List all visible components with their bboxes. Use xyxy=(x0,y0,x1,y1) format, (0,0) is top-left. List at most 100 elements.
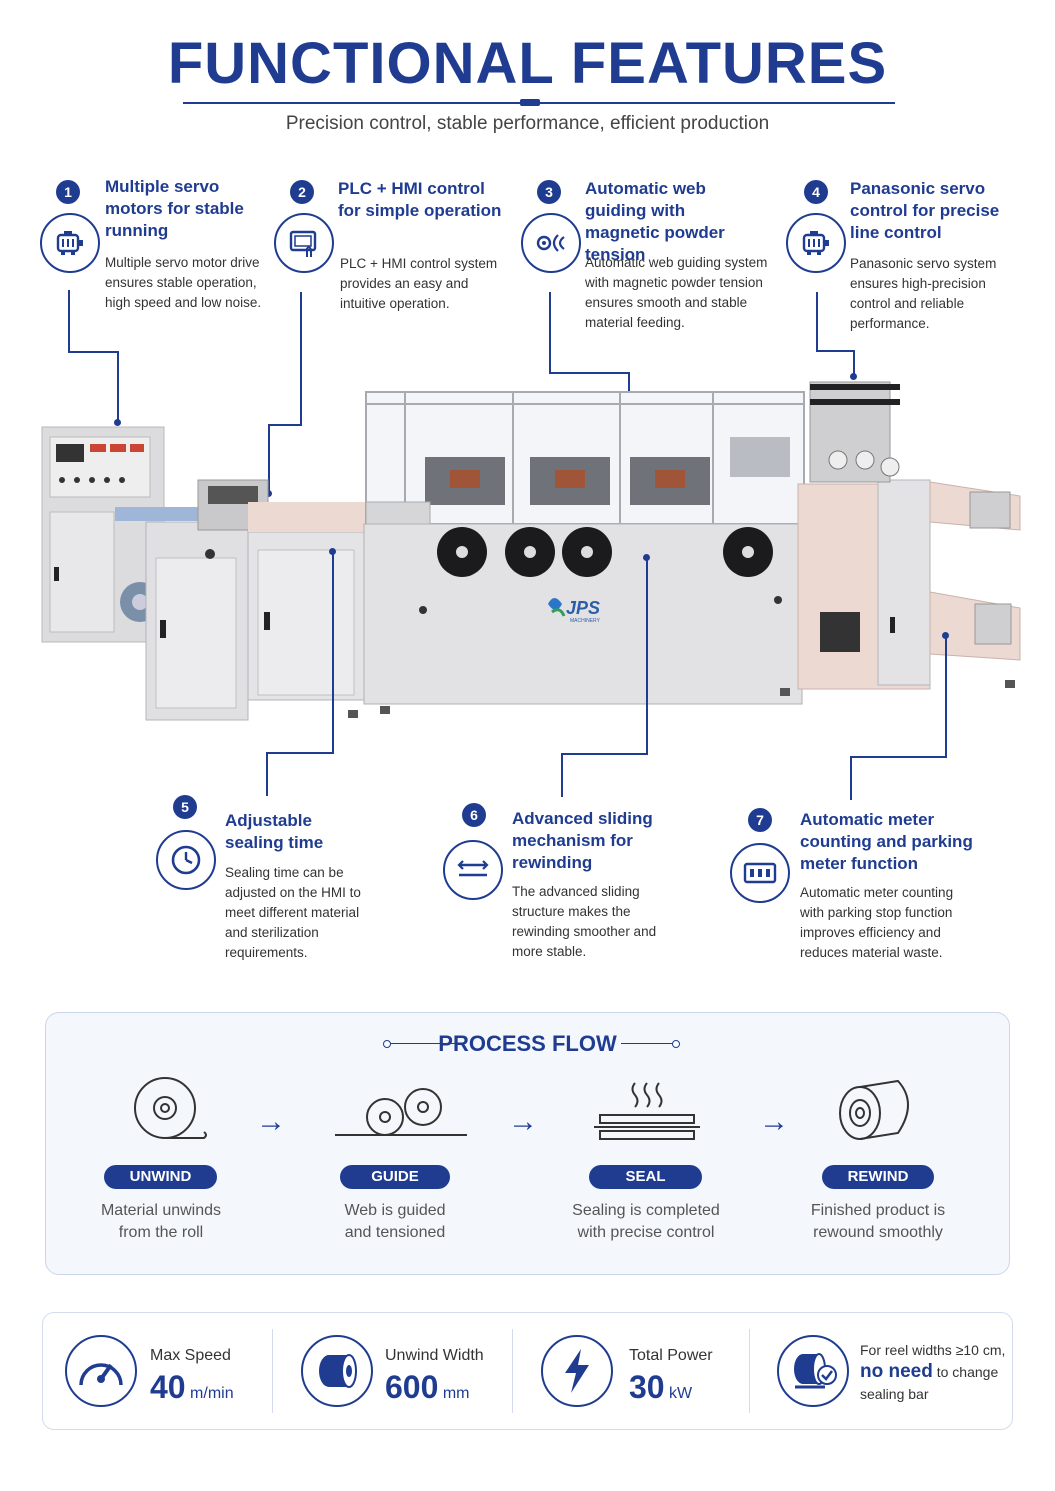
specs-panel: Max Speed 40 m/min Unwind Width 600 mm T… xyxy=(42,1312,1013,1430)
machine-brand-sub: MACHINERY xyxy=(570,618,601,624)
leader-line-4h xyxy=(816,350,855,352)
leader-dot-1 xyxy=(114,419,121,426)
feature-5-icon-circle xyxy=(156,830,216,890)
leader-dot-6 xyxy=(643,554,650,561)
page-title: FUNCTIONAL FEATURES xyxy=(167,31,888,96)
bag-making-machine-illustration: JPS MACHINERY xyxy=(41,381,1021,721)
spec-power-value: 30 xyxy=(629,1369,665,1405)
spec-width-value-row: 600 mm xyxy=(385,1369,470,1406)
leader-line-1h xyxy=(68,351,119,353)
lightning-icon xyxy=(565,1349,589,1393)
spec-speed-label: Max Speed xyxy=(150,1347,231,1364)
spec-power-unit: kW xyxy=(669,1385,693,1402)
flow-arrow-1: → xyxy=(256,1105,286,1138)
feature-1-number: 1 xyxy=(56,180,80,204)
spec-divider-3 xyxy=(749,1329,750,1413)
leader-line-6b xyxy=(561,753,563,797)
leader-line-7b xyxy=(850,756,852,800)
spec-speed-value: 40 xyxy=(150,1369,186,1405)
leader-line-4 xyxy=(816,292,818,352)
rewind-roll-icon xyxy=(839,1079,909,1140)
feature-4-desc: Panasonic servo system ensures high-prec… xyxy=(850,256,997,331)
feature-5-title: Adjustable sealing time xyxy=(225,811,324,852)
spec-reel-note: For reel widths ≥10 cm, no need to chang… xyxy=(860,1342,1006,1402)
process-flow-panel: PROCESS FLOW → → → UNWIND GUIDE SEAL REW… xyxy=(45,1012,1010,1275)
feature-1-icon-circle xyxy=(40,213,100,273)
feature-6-title: Advanced sliding mechanism for rewinding xyxy=(512,809,653,872)
sliding-arrows-icon xyxy=(457,860,489,877)
guide-rollers-icon xyxy=(335,1088,467,1136)
leader-line-4b xyxy=(853,350,855,376)
spec-divider-2 xyxy=(512,1329,513,1413)
feature-3-number: 3 xyxy=(537,180,561,204)
spec-power-value-row: 30 kW xyxy=(629,1369,692,1406)
feature-5-number: 5 xyxy=(173,795,197,819)
leader-line-3 xyxy=(549,292,551,374)
seal-heater-icon xyxy=(594,1082,700,1140)
flow-title-rule-left xyxy=(386,1043,456,1044)
leader-line-2 xyxy=(300,292,302,426)
step-seal-label: SEAL xyxy=(589,1165,702,1189)
spec-speed-value-row: 40 m/min xyxy=(150,1369,234,1406)
spec-width-icon-circle xyxy=(301,1335,373,1407)
flow-arrow-2: → xyxy=(508,1105,538,1138)
speedometer-icon xyxy=(79,1363,123,1386)
feature-6-number: 6 xyxy=(462,803,486,827)
leader-line-1 xyxy=(68,290,70,352)
spec-reel-icon-circle xyxy=(777,1335,849,1407)
step-unwind-label: UNWIND xyxy=(104,1165,217,1189)
feature-6-icon-circle xyxy=(443,840,503,900)
process-flow-title: PROCESS FLOW xyxy=(438,1031,617,1056)
feature-2-desc: PLC + HMI control system provides an eas… xyxy=(340,256,498,311)
machine-brand: JPS xyxy=(566,598,600,618)
leader-dot-4 xyxy=(850,373,857,380)
flow-title-dot-right xyxy=(672,1040,680,1048)
leader-line-3h xyxy=(549,372,630,374)
spec-power-label: Total Power xyxy=(629,1347,713,1364)
feature-1-desc: Multiple servo motor drive ensures stabl… xyxy=(105,255,262,310)
feature-1-title: Multiple servo motors for stable running xyxy=(105,177,244,240)
feature-7-icon-circle xyxy=(730,843,790,903)
feature-2-icon-circle xyxy=(274,213,334,273)
leader-line-5h xyxy=(266,752,334,754)
leader-line-6h xyxy=(561,753,648,755)
feature-4-number: 4 xyxy=(804,180,828,204)
feature-7-title: Automatic meter counting and parking met… xyxy=(800,810,973,873)
leader-line-7 xyxy=(945,636,947,758)
leader-dot-7 xyxy=(942,632,949,639)
flow-title-dot-left xyxy=(383,1040,391,1048)
leader-line-5b xyxy=(266,752,268,796)
feature-2-title: PLC + HMI control for simple operation xyxy=(338,179,502,220)
web-guide-icon xyxy=(536,234,565,252)
leader-line-5 xyxy=(332,552,334,753)
feature-4-icon-circle xyxy=(786,213,846,273)
page-subtitle: Precision control, stable performance, e… xyxy=(285,113,770,134)
leader-line-6 xyxy=(646,558,648,754)
leader-dot-5 xyxy=(329,548,336,555)
roll-icon xyxy=(319,1354,357,1388)
feature-4-title: Panasonic servo control for precise line… xyxy=(850,179,1000,242)
unwind-roll-icon xyxy=(134,1077,207,1139)
servo-motor-icon xyxy=(802,231,829,255)
feature-6-desc: The advanced sliding structure makes the… xyxy=(512,884,657,959)
step-guide-label: GUIDE xyxy=(340,1165,450,1189)
leader-line-2b xyxy=(268,424,270,494)
leader-line-2h xyxy=(268,424,302,426)
reel-check-icon xyxy=(794,1353,837,1389)
meter-counter-icon xyxy=(743,862,777,884)
touch-screen-icon xyxy=(289,230,317,257)
feature-3-icon-circle xyxy=(521,213,581,273)
spec-width-value: 600 xyxy=(385,1369,439,1405)
spec-width-label: Unwind Width xyxy=(385,1347,484,1364)
spec-divider-1 xyxy=(272,1329,273,1413)
flow-title-rule-right xyxy=(621,1043,676,1044)
step-rewind-label: REWIND xyxy=(822,1165,934,1189)
servo-motor-icon xyxy=(56,231,83,255)
clock-icon xyxy=(171,845,201,875)
spec-power-icon-circle xyxy=(541,1335,613,1407)
flow-arrow-3: → xyxy=(759,1105,789,1138)
